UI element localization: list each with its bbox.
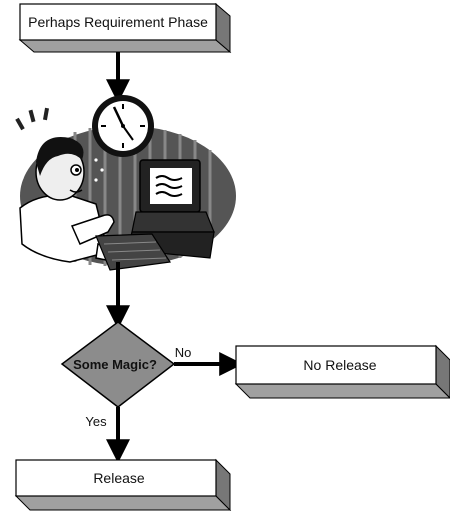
release-label: Release [93,470,145,486]
start-box-label: Perhaps Requirement Phase [28,14,208,30]
edge-label-no: No [175,345,192,360]
wall-clock-icon [92,95,154,157]
decision-diamond: Some Magic? [60,321,176,408]
no-release-box: No Release [234,344,450,399]
decision-label: Some Magic? [73,357,157,372]
no-release-label: No Release [303,357,376,373]
developer-at-computer-icon [12,107,236,271]
edge-label-yes: Yes [85,414,107,429]
start-box: Perhaps Requirement Phase [18,2,232,54]
release-box: Release [14,458,232,511]
